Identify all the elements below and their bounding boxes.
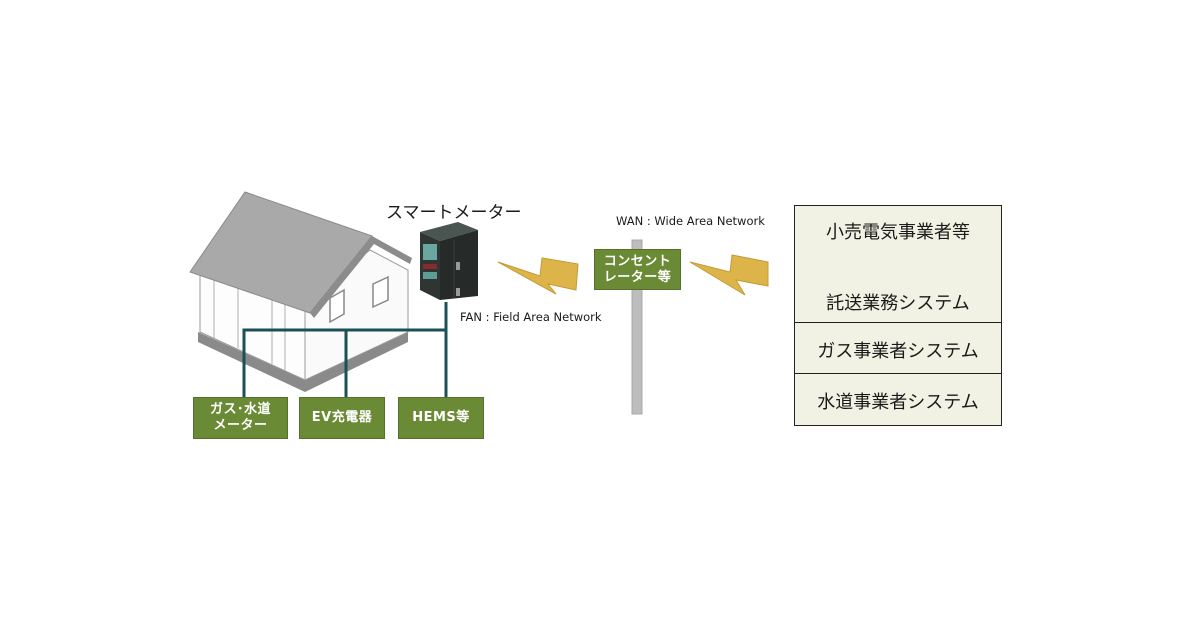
house-illustration bbox=[189, 191, 412, 392]
water-system-box: 水道事業者システム bbox=[794, 373, 1002, 426]
lightning-wan-icon bbox=[689, 254, 769, 296]
retail-transfer-system-box: 小売電気事業者等 託送業務システム bbox=[794, 205, 1002, 323]
concentrator-box: コンセント レーター等 bbox=[594, 249, 681, 290]
ev-charger-box: EV充電器 bbox=[299, 397, 385, 439]
smart-meter-device bbox=[420, 222, 478, 300]
fan-wiring bbox=[242, 302, 448, 398]
wan-label: WAN : Wide Area Network bbox=[616, 214, 765, 228]
fan-label: FAN : Field Area Network bbox=[460, 310, 602, 324]
gas-system-label: ガス事業者システム bbox=[817, 341, 979, 362]
house-window bbox=[329, 288, 345, 324]
hems-box: HEMS等 bbox=[398, 397, 484, 439]
smart-meter-label: スマートメーター bbox=[386, 203, 522, 223]
gas-water-meter-box: ガス･水道 メーター bbox=[193, 397, 288, 439]
gas-system-box: ガス事業者システム bbox=[794, 322, 1002, 374]
retail-electric-label: 小売電気事業者等 bbox=[826, 222, 970, 243]
water-system-label: 水道事業者システム bbox=[817, 392, 979, 413]
house-window bbox=[372, 275, 389, 309]
utility-pole bbox=[631, 239, 643, 415]
house-roof-edge bbox=[310, 236, 412, 318]
transfer-system-label: 託送業務システム bbox=[826, 293, 970, 314]
house-foundation bbox=[198, 332, 408, 392]
lightning-fan-icon bbox=[497, 257, 579, 295]
